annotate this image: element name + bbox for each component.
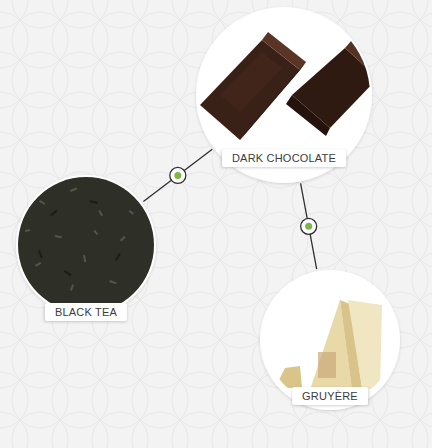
- food-label: BLACK TEA: [45, 303, 127, 321]
- tea-photo: [10, 170, 170, 320]
- connector-ring: [301, 218, 317, 234]
- pairing-line: [143, 149, 212, 201]
- food-circle: BLACK TEA: [16, 175, 156, 315]
- food-label: GRUYÈRE: [292, 387, 368, 405]
- chocolate-photo: [196, 7, 384, 183]
- pairing-line: [301, 183, 317, 269]
- cheese-photo: [260, 270, 400, 410]
- food-circle: DARK CHOCOLATE: [196, 7, 372, 183]
- food-label: DARK CHOCOLATE: [222, 149, 346, 167]
- connector-ring: [170, 167, 186, 183]
- food-circle: GRUYÈRE: [260, 270, 400, 410]
